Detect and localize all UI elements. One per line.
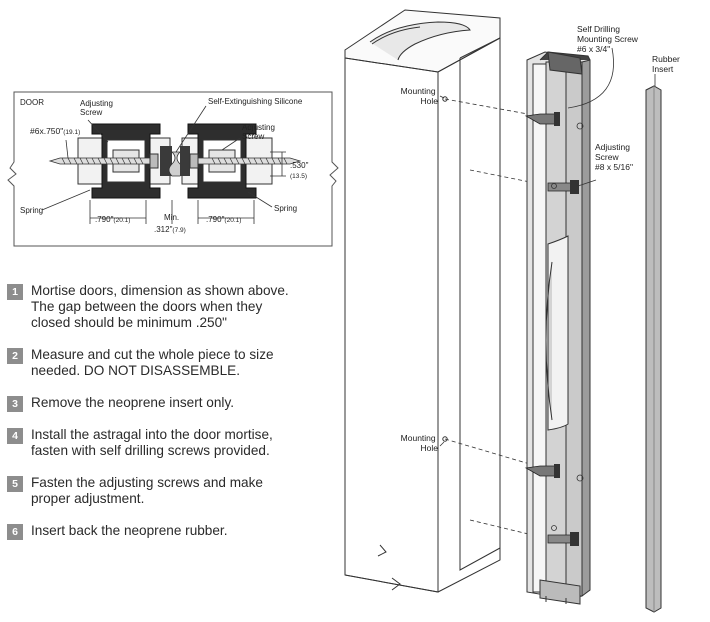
door-outline bbox=[7, 91, 339, 247]
screw-size-label: #6x.750"(19.1) bbox=[30, 126, 80, 136]
bottom-dimension-lines bbox=[89, 200, 255, 224]
dim-right-label: .790"(20.1) bbox=[206, 215, 241, 224]
mounting-screw-bottom bbox=[524, 464, 560, 478]
door-block bbox=[344, 9, 501, 593]
mounting-hole-bottom-label: Mounting Hole bbox=[401, 433, 439, 453]
step-number: 4 bbox=[7, 428, 23, 444]
adjusting-screw-top bbox=[547, 180, 579, 194]
door-label: DOOR bbox=[20, 98, 44, 107]
callout-leaders bbox=[439, 47, 656, 447]
silicone-label: Self-Extinguishing Silicone bbox=[208, 97, 303, 106]
min-gap-label: Min. .312"(7.9) bbox=[154, 213, 186, 234]
dim-left-label: .790"(20.1) bbox=[95, 215, 130, 224]
pull-handle bbox=[545, 235, 569, 431]
adjusting-screw-bottom bbox=[547, 532, 579, 546]
adjusting-screw-left-label: Adjusting Screw bbox=[80, 99, 115, 117]
adjusting-screw-right-label: Adjusting Screw bbox=[242, 123, 277, 141]
spring-right-label: Spring bbox=[274, 204, 297, 213]
step-3: 3 Remove the neoprene insert only. bbox=[7, 395, 235, 412]
height-dimension-line bbox=[270, 151, 286, 177]
height-dim-label: .530" (13.5) bbox=[290, 161, 311, 180]
step-4: 4 Install the astragal into the door mor… bbox=[7, 427, 273, 459]
step-6: 6 Insert back the neoprene rubber. bbox=[7, 523, 228, 540]
step-1: 1 Mortise doors, dimension as shown abov… bbox=[7, 283, 289, 331]
cross-section-detail: DOOR Adjusting Screw bbox=[7, 91, 339, 247]
step-number: 6 bbox=[7, 524, 23, 540]
left-astragal-section bbox=[77, 123, 172, 199]
adjusting-screw-label: Adjusting Screw #8 x 5/16" bbox=[595, 142, 633, 172]
step-text: Install the astragal into the door morti… bbox=[31, 427, 273, 458]
step-number: 1 bbox=[7, 284, 23, 300]
self-drilling-screw-label: Self Drilling Mounting Screw #6 x 3/4" bbox=[577, 24, 640, 54]
mounting-screw-top bbox=[524, 112, 560, 126]
mounting-hole-top-label: Mounting Hole bbox=[401, 86, 439, 106]
spring-left-label: Spring bbox=[20, 206, 43, 215]
mounting-hole-bottom-mark bbox=[442, 436, 448, 442]
step-text: Mortise doors, dimension as shown above.… bbox=[31, 283, 289, 330]
step-number: 3 bbox=[7, 396, 23, 412]
step-number: 2 bbox=[7, 348, 23, 364]
rubber-insert bbox=[645, 85, 662, 613]
left-screw bbox=[48, 153, 159, 169]
rubber-insert-label: Rubber Insert bbox=[652, 54, 682, 74]
step-text: Insert back the neoprene rubber. bbox=[31, 523, 228, 538]
step-number: 5 bbox=[7, 476, 23, 492]
step-2: 2 Measure and cut the whole piece to siz… bbox=[7, 347, 274, 379]
mounting-hole-top-mark bbox=[442, 96, 448, 102]
right-screw bbox=[189, 153, 302, 169]
step-text: Remove the neoprene insert only. bbox=[31, 395, 235, 410]
